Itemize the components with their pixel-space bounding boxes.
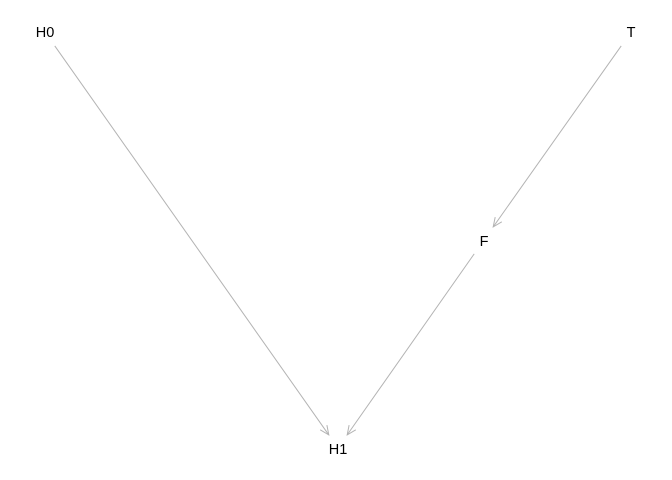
- edge-t-to-f: [492, 45, 622, 228]
- nodes-layer: H0 T F H1: [36, 25, 636, 458]
- edge-f-to-h1: [346, 253, 475, 436]
- node-h0-label: H0: [36, 25, 55, 41]
- arrowhead-icon: [319, 425, 330, 436]
- edge-line: [492, 45, 622, 228]
- edges-layer: [54, 45, 622, 436]
- edge-line: [346, 253, 475, 436]
- node-t-label: T: [627, 25, 636, 41]
- arrowhead-icon: [346, 425, 357, 436]
- arrowhead-icon: [492, 217, 503, 228]
- node-f-label: F: [480, 234, 489, 250]
- edge-line: [54, 45, 330, 436]
- node-h1-label: H1: [329, 442, 348, 458]
- edge-h0-to-h1: [54, 45, 330, 436]
